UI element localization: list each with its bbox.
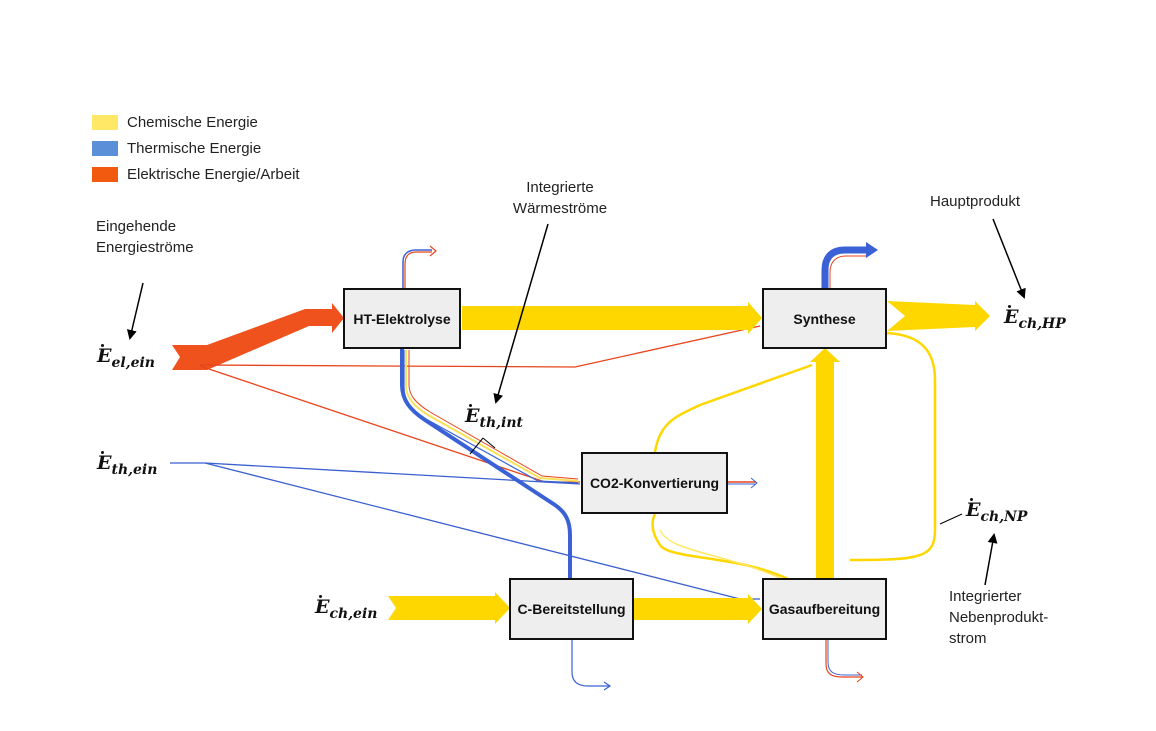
box-ht-elektrolyse: HT-Elektrolyse bbox=[343, 288, 461, 349]
gas-to-synthese-flow bbox=[810, 348, 840, 578]
integrated-heat-flow bbox=[400, 348, 579, 578]
symbol-el-ein: Eel,ein bbox=[97, 344, 155, 371]
main-product-flow bbox=[887, 301, 990, 331]
elektrolyse-loss-arrow bbox=[402, 245, 437, 288]
legend-swatch-thermal bbox=[92, 140, 118, 156]
symbol-el-ein-sub: el,ein bbox=[111, 355, 155, 371]
eingehende-line2: Energieströme bbox=[96, 239, 194, 256]
symbol-th-int-sub: th,int bbox=[479, 415, 523, 431]
symbol-th-ein: Eth,ein bbox=[97, 451, 158, 478]
eingehende-line1: Eingehende bbox=[96, 218, 177, 235]
integrierte-line2: Wärmeströme bbox=[512, 200, 608, 217]
symbol-ch-hp-sub: ch,HP bbox=[1018, 316, 1066, 332]
nebenprodukt-pointer bbox=[984, 533, 998, 586]
c-bereitstellung-loss-arrow bbox=[571, 640, 612, 691]
integrierte-line1: Integrierte bbox=[526, 179, 594, 196]
symbol-ch-hp: Ech,HP bbox=[1004, 305, 1066, 332]
legend-label-thermal: Thermische Energie bbox=[127, 139, 262, 157]
nebenprodukt-label: Integrierter Nebenprodukt- strom bbox=[949, 586, 1048, 649]
carbon-gas-flow bbox=[634, 594, 762, 624]
legend-swatch-electric bbox=[92, 166, 118, 182]
legend-label-electric: Elektrische Energie/Arbeit bbox=[127, 165, 300, 183]
legend-label-chemical: Chemische Energie bbox=[127, 113, 258, 131]
nebenprodukt-line1: Integrierter bbox=[949, 588, 1022, 605]
legend-item-thermal: Thermische Energie bbox=[92, 135, 300, 161]
box-c-bereitstellung: C-Bereitstellung bbox=[509, 578, 634, 640]
synthese-heat-arrow bbox=[821, 242, 878, 288]
byproduct-loop-flow bbox=[849, 331, 937, 562]
nebenprodukt-line3: strom bbox=[949, 630, 987, 647]
hauptprodukt-label: Hauptprodukt bbox=[930, 193, 1021, 210]
eingehende-pointer bbox=[126, 282, 144, 340]
gas-co2-flow bbox=[651, 513, 791, 582]
symbol-th-ein-base: E bbox=[97, 451, 112, 474]
integrierte-label: Integrierte Wärmeströme bbox=[500, 177, 620, 219]
symbol-th-int-base: E bbox=[465, 404, 480, 427]
legend-item-electric: Elektrische Energie/Arbeit bbox=[92, 161, 300, 187]
legend: Chemische Energie Thermische Energie Ele… bbox=[92, 109, 300, 187]
symbol-th-int: Eth,int bbox=[465, 404, 523, 431]
hauptprodukt-pointer bbox=[992, 218, 1026, 299]
symbol-ch-hp-base: E bbox=[1004, 305, 1019, 328]
nebenprodukt-line2: Nebenprodukt- bbox=[949, 609, 1049, 626]
carbon-input-flow bbox=[388, 592, 510, 624]
integrierte-pointer bbox=[493, 223, 549, 404]
symbol-ch-ein-sub: ch,ein bbox=[329, 606, 378, 622]
symbol-th-ein-sub: th,ein bbox=[111, 462, 158, 478]
co2-synthese-flow bbox=[653, 363, 813, 453]
box-co2-konvertierung: CO2-Konvertierung bbox=[581, 452, 728, 514]
eingehende-label: Eingehende Energieströme bbox=[96, 216, 194, 258]
symbol-ch-np: Ech,NP bbox=[966, 498, 1028, 525]
symbol-ch-np-base: E bbox=[966, 498, 981, 521]
th-int-pointer-b bbox=[482, 437, 496, 449]
legend-item-chemical: Chemische Energie bbox=[92, 109, 300, 135]
th-int-pointer-a bbox=[469, 437, 484, 455]
symbol-ch-np-sub: ch,NP bbox=[980, 509, 1028, 525]
gas-loss-arrow bbox=[825, 640, 864, 683]
legend-swatch-chemical bbox=[92, 114, 118, 130]
co2-loss-arrow bbox=[728, 477, 758, 489]
elektrolyse-synthese-flow bbox=[462, 302, 762, 334]
ch-np-pointer bbox=[939, 513, 963, 525]
box-synthese: Synthese bbox=[762, 288, 887, 349]
box-gasaufbereitung: Gasaufbereitung bbox=[762, 578, 887, 640]
symbol-el-ein-base: E bbox=[97, 344, 112, 367]
symbol-ch-ein: Ech,ein bbox=[315, 595, 378, 622]
symbol-ch-ein-base: E bbox=[315, 595, 330, 618]
